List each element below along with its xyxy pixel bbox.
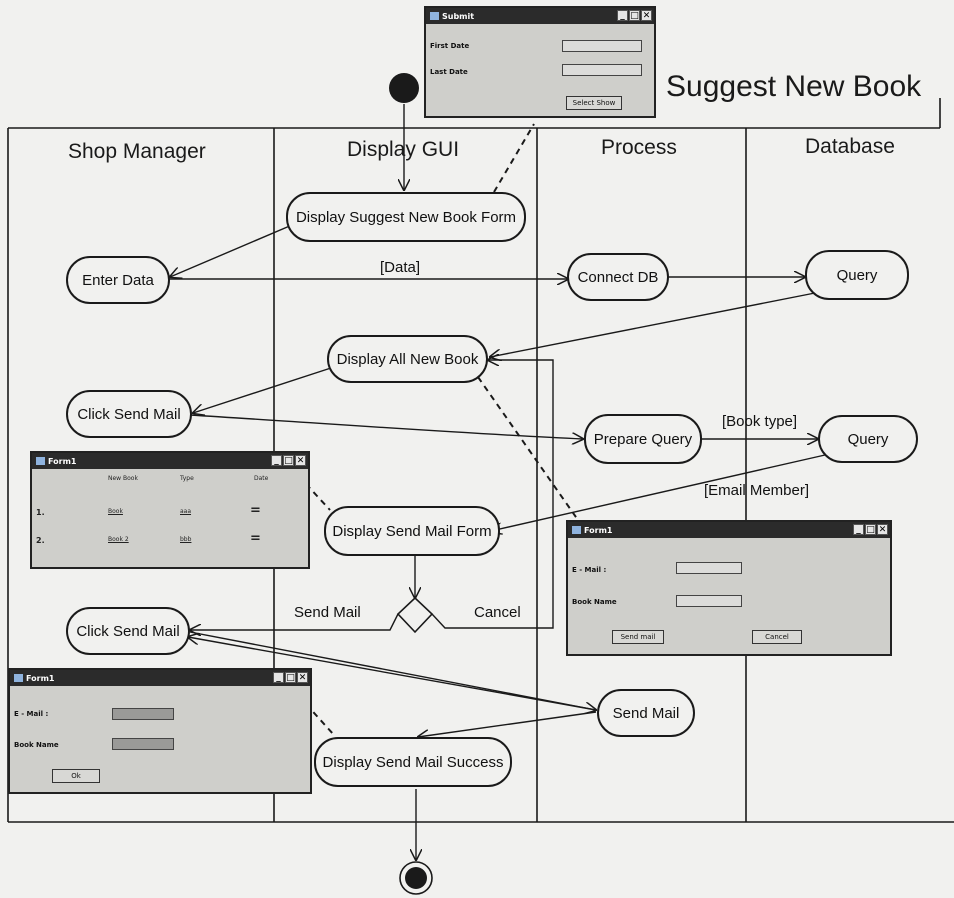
success-window-titlebar: Form1 _□✕ <box>10 670 310 686</box>
ui-link-submit-window <box>493 123 535 193</box>
lane-title-display-gui: Display GUI <box>347 138 460 161</box>
row-1-number: 1. <box>36 508 45 517</box>
first-date-label: First Date <box>430 42 470 50</box>
ui-link-success-window <box>305 703 335 736</box>
header-type: Type <box>180 475 194 482</box>
row-1-type: aaa <box>180 508 192 515</box>
lane-title-database: Database <box>805 135 895 158</box>
edge-label-data: [Data] <box>380 259 421 276</box>
window-icon <box>572 526 581 534</box>
node-enter-data: Enter Data <box>66 256 170 304</box>
row-1-book-link[interactable]: Book <box>108 508 123 515</box>
send-mail-form-title: Form1 <box>584 525 613 535</box>
flow-query-1-to-display-all-book <box>490 291 821 357</box>
window-icon <box>430 12 439 20</box>
success-email-field[interactable] <box>112 708 174 720</box>
success-window-title: Form1 <box>26 673 55 683</box>
minimize-icon[interactable]: _ <box>617 10 628 21</box>
book-list-window-titlebar: Form1 _□✕ <box>32 453 308 469</box>
first-date-input[interactable] <box>562 40 642 52</box>
submit-window-titlebar: Submit _□✕ <box>426 8 654 24</box>
last-date-label: Last Date <box>430 68 468 76</box>
edge-label-cancel: Cancel <box>474 604 521 621</box>
diagram-title: Suggest New Book <box>666 70 922 103</box>
final-node <box>405 867 427 889</box>
flow-click-send-mail-to-send-mail <box>189 631 596 710</box>
node-display-all-new-book: Display All New Book <box>327 335 488 383</box>
flow-decision-to-click-send-mail <box>190 613 399 630</box>
node-query-2: Query <box>818 415 918 463</box>
flow-send-mail-to-click-send-mail <box>188 637 597 711</box>
edge-label-book-type: [Book type] <box>722 413 798 430</box>
node-click-send-mail-2: Click Send Mail <box>66 607 190 655</box>
initial-node <box>389 73 419 103</box>
flow-display-all-book-to-click-send-mail <box>193 366 335 413</box>
last-date-input[interactable] <box>562 64 642 76</box>
row-2-book-link[interactable]: Book 2 <box>108 536 129 543</box>
flow-display-form-to-enter-data <box>170 224 293 277</box>
row-2-type: bbb <box>180 536 192 543</box>
edge-label-send-mail: Send Mail <box>294 604 361 621</box>
close-icon[interactable]: ✕ <box>877 524 888 535</box>
maximize-icon[interactable]: □ <box>629 10 640 21</box>
window-icon <box>14 674 23 682</box>
email-input[interactable] <box>676 562 742 574</box>
lane-title-process: Process <box>601 136 677 159</box>
maximize-icon[interactable]: □ <box>283 455 294 466</box>
maximize-icon[interactable]: □ <box>285 672 296 683</box>
minimize-icon[interactable]: _ <box>273 672 284 683</box>
send-mail-form-titlebar: Form1 _□✕ <box>568 522 890 538</box>
book-name-label: Book Name <box>572 598 617 606</box>
node-click-send-mail-1: Click Send Mail <box>66 390 192 438</box>
header-new-book: New Book <box>108 475 138 482</box>
maximize-icon[interactable]: □ <box>865 524 876 535</box>
book-list-window: Form1 _□✕ New Book Type Date 1. Book aaa… <box>30 451 310 569</box>
flow-query-2-to-display-send-mail-form <box>491 454 826 531</box>
node-prepare-query: Prepare Query <box>584 414 702 464</box>
final-node-ring <box>399 861 433 895</box>
flow-click-send-mail-to-prepare-query <box>189 414 583 439</box>
node-query-1: Query <box>805 250 909 300</box>
ok-button[interactable]: Ok <box>52 769 100 783</box>
send-mail-success-window: Form1 _□✕ E - Mail : Book Name Ok <box>8 668 312 794</box>
row-2-date: = <box>250 531 261 546</box>
book-list-window-title: Form1 <box>48 456 77 466</box>
node-connect-db: Connect DB <box>567 253 669 301</box>
node-send-mail: Send Mail <box>597 689 695 737</box>
close-icon[interactable]: ✕ <box>295 455 306 466</box>
window-icon <box>36 457 45 465</box>
email-label: E - Mail : <box>572 566 607 574</box>
book-name-input[interactable] <box>676 595 742 607</box>
success-book-name-label: Book Name <box>14 741 59 749</box>
node-display-send-mail-form: Display Send Mail Form <box>324 506 500 556</box>
minimize-icon[interactable]: _ <box>853 524 864 535</box>
ui-link-mail-form-window <box>477 376 579 521</box>
ui-link-book-list-window <box>305 483 331 511</box>
lane-title-shop-manager: Shop Manager <box>68 140 206 163</box>
select-show-button[interactable]: Select Show <box>566 96 622 110</box>
minimize-icon[interactable]: _ <box>271 455 282 466</box>
submit-window: Submit _□✕ First Date Last Date Select S… <box>424 6 656 118</box>
success-email-label: E - Mail : <box>14 710 49 718</box>
row-1-date: = <box>250 503 261 518</box>
node-display-send-mail-success: Display Send Mail Success <box>314 737 512 787</box>
flow-decision-cancel-to-display-all-book <box>431 360 554 629</box>
send-mail-form-window: Form1 _□✕ E - Mail : Book Name Send mail… <box>566 520 892 656</box>
close-icon[interactable]: ✕ <box>297 672 308 683</box>
swimlane-frame <box>7 98 954 823</box>
decision-node <box>396 596 434 634</box>
close-icon[interactable]: ✕ <box>641 10 652 21</box>
success-book-name-field[interactable] <box>112 738 174 750</box>
edge-label-email-member: [Email Member] <box>704 482 810 499</box>
node-display-suggest-form: Display Suggest New Book Form <box>286 192 526 242</box>
cancel-button[interactable]: Cancel <box>752 630 802 644</box>
flow-send-mail-to-display-success <box>418 711 597 737</box>
row-2-number: 2. <box>36 536 45 545</box>
send-mail-button[interactable]: Send mail <box>612 630 664 644</box>
submit-window-title: Submit <box>442 11 475 21</box>
header-date: Date <box>254 475 269 482</box>
